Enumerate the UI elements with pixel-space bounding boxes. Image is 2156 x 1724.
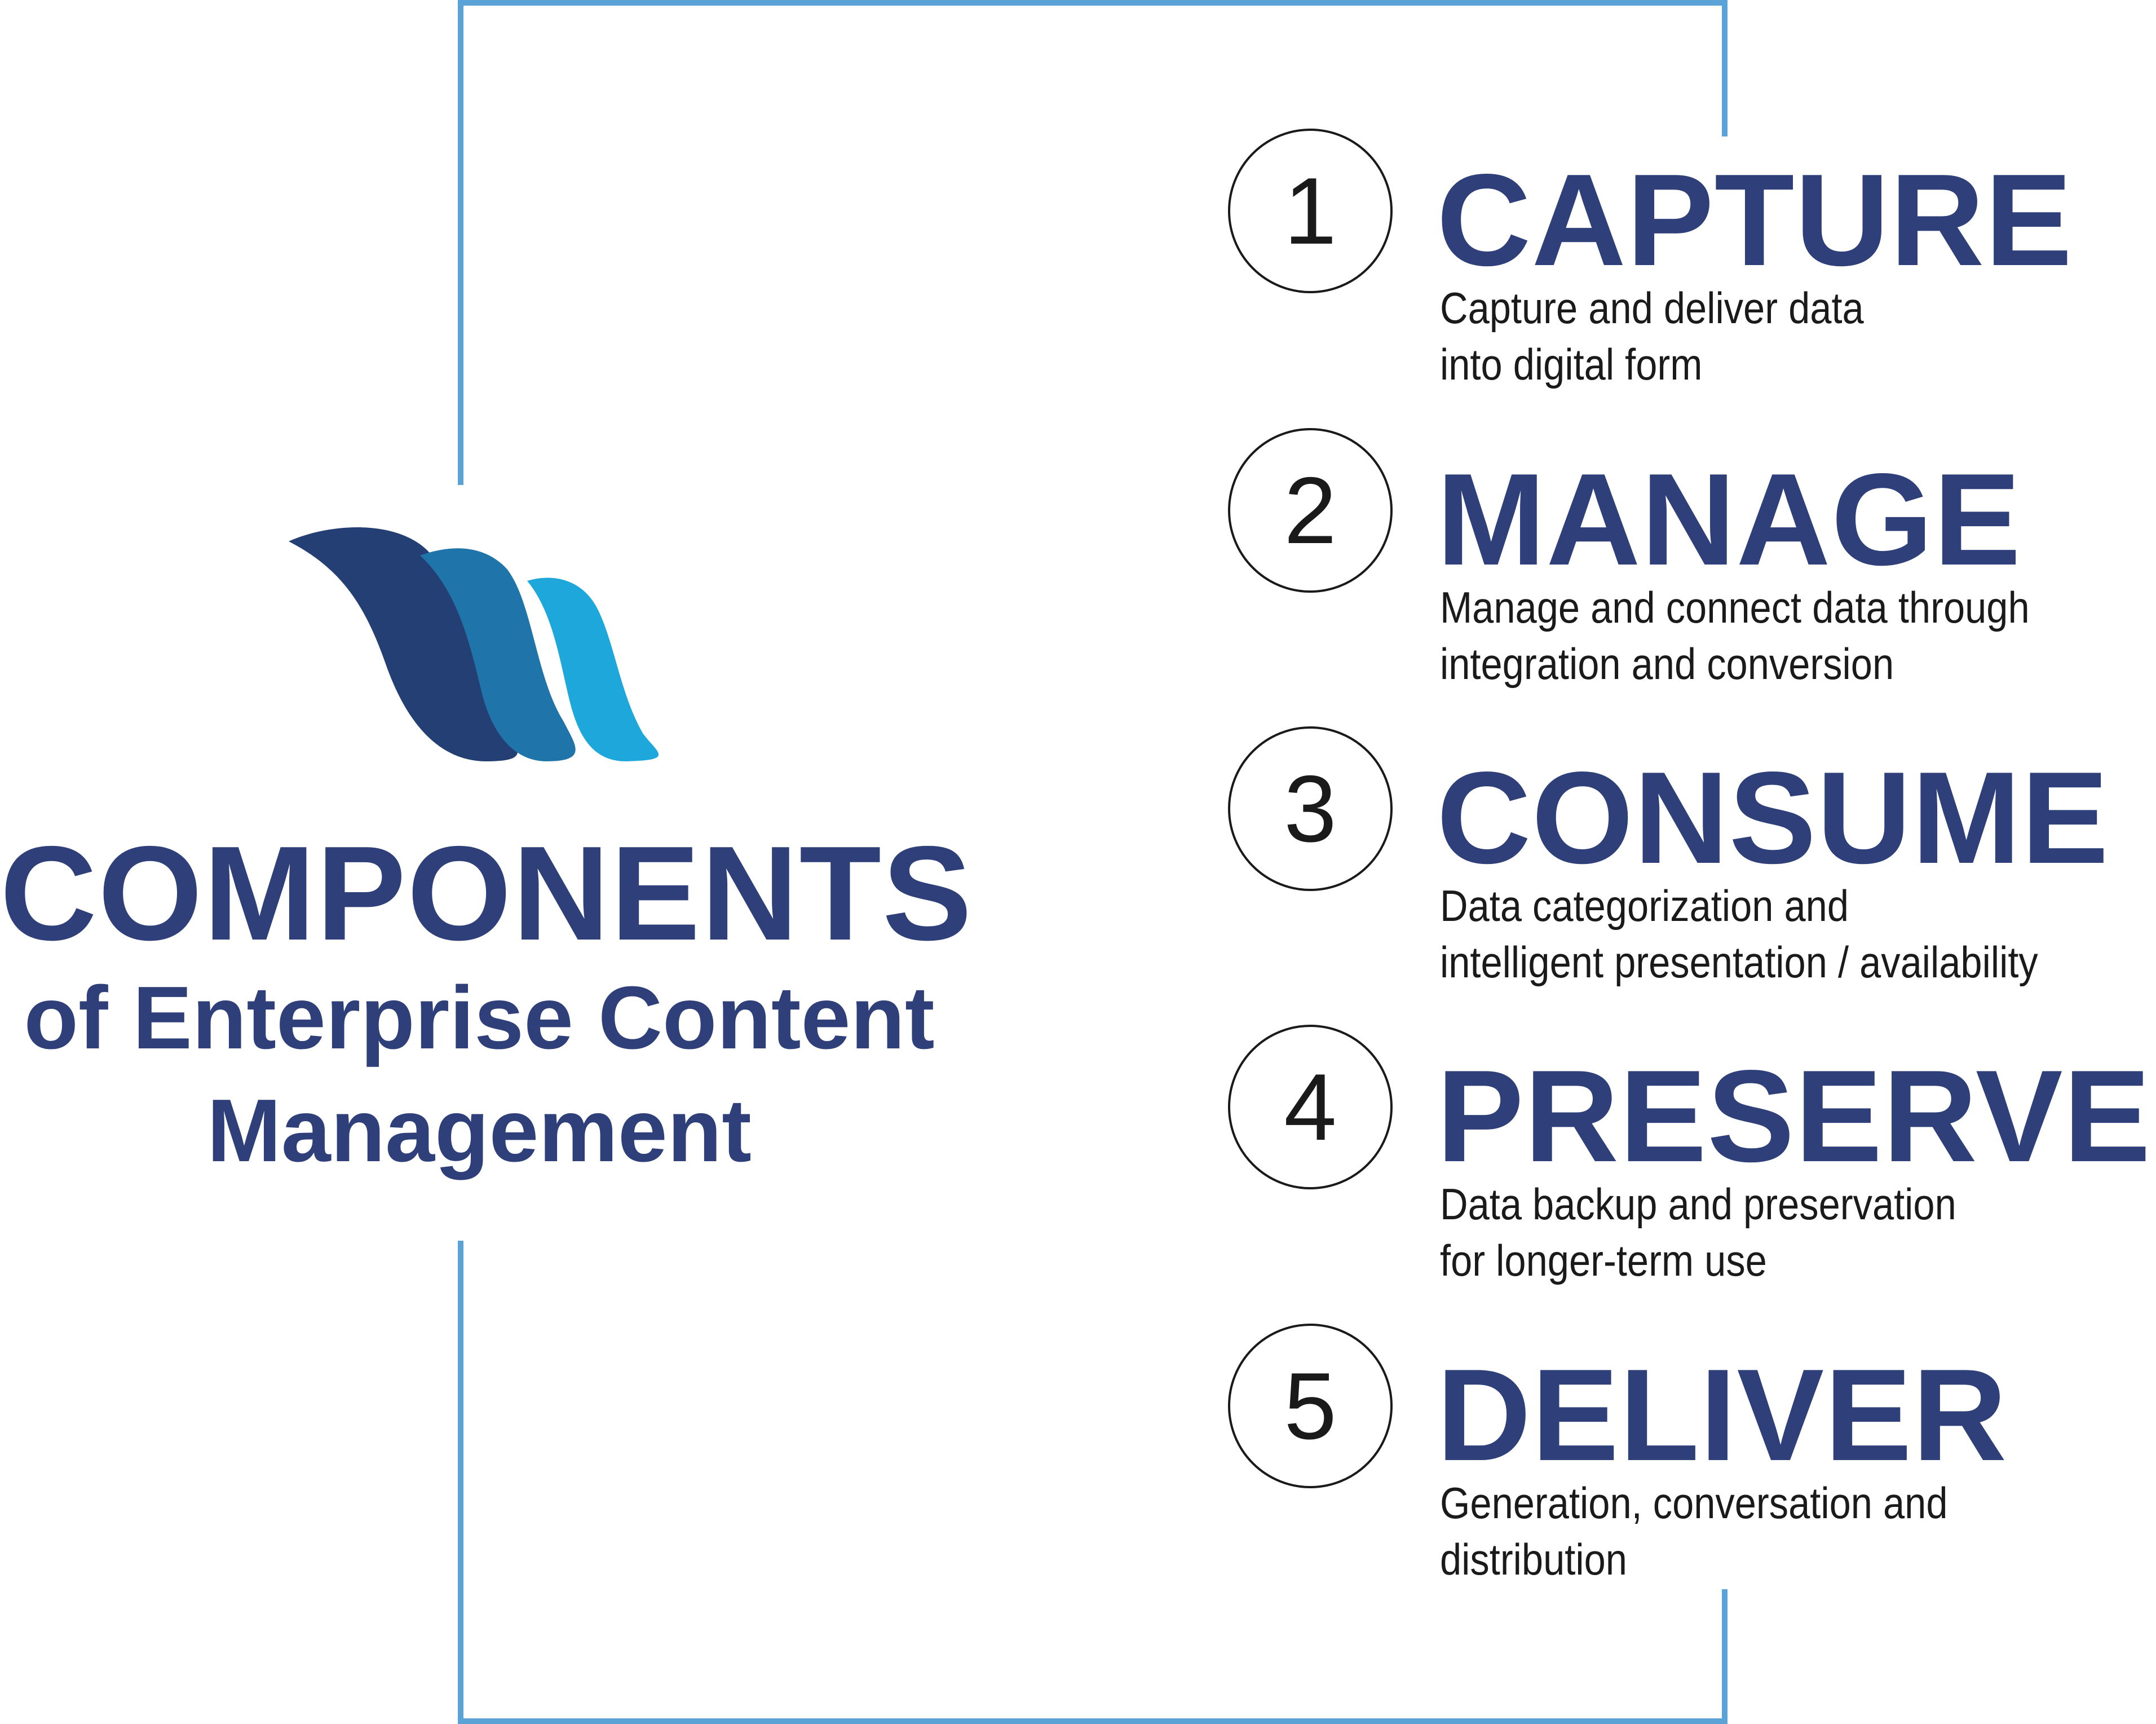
step-description-line1: Manage and connect data through: [1440, 583, 2030, 632]
logo-wave-dark: [289, 527, 518, 761]
frame-left-border-lower: [458, 1241, 463, 1724]
step-consume: 3 CONSUME Data categorization and intell…: [1228, 726, 2156, 1020]
step-number-circle: 1: [1228, 129, 1393, 293]
logo-wave-mid: [420, 548, 576, 761]
page-subtitle-line2: Management: [207, 1081, 752, 1180]
step-description-line2: integration and conversion: [1440, 639, 1894, 689]
step-description: Manage and connect data through integrat…: [1440, 579, 2030, 692]
frame-top-border: [458, 0, 1728, 6]
step-title: MANAGE: [1437, 447, 2022, 593]
step-description-line2: distribution: [1440, 1535, 1627, 1584]
frame-left-border-upper: [458, 0, 463, 485]
logo-wave-light: [527, 577, 659, 761]
step-title: CAPTURE: [1437, 147, 2073, 293]
step-description-line2: for longer-term use: [1440, 1236, 1767, 1285]
step-title: CONSUME: [1437, 745, 2109, 891]
page-title: COMPONENTS: [0, 819, 973, 968]
step-description-line1: Generation, conversation and: [1440, 1478, 1948, 1528]
frame-right-border-lower: [1722, 1589, 1728, 1724]
step-description-line1: Capture and deliver data: [1440, 283, 1864, 333]
step-description: Generation, conversation and distributio…: [1440, 1475, 1948, 1588]
step-number-circle: 4: [1228, 1025, 1393, 1189]
step-description: Capture and deliver data into digital fo…: [1440, 280, 1864, 393]
step-number-circle: 3: [1228, 726, 1393, 891]
step-description: Data backup and preservation for longer-…: [1440, 1176, 1956, 1289]
page-subtitle-line1: of Enterprise Content: [24, 968, 935, 1068]
step-description-line1: Data categorization and: [1440, 881, 1849, 931]
step-number-circle: 5: [1228, 1324, 1393, 1488]
step-capture: 1 CAPTURE Capture and deliver data into …: [1228, 129, 2156, 422]
step-manage: 2 MANAGE Manage and connect data through…: [1228, 428, 2156, 721]
step-description-line1: Data backup and preservation: [1440, 1179, 1956, 1229]
step-description: Data categorization and intelligent pres…: [1440, 878, 2038, 990]
three-wave-logo-icon: [289, 527, 659, 761]
step-preserve: 4 PRESERVE Data backup and preservation …: [1228, 1025, 2156, 1318]
step-title: PRESERVE: [1437, 1043, 2151, 1189]
step-deliver: 5 DELIVER Generation, conversation and d…: [1228, 1324, 2156, 1617]
frame-bottom-border: [458, 1718, 1728, 1724]
frame-right-border-upper: [1722, 0, 1728, 136]
step-title: DELIVER: [1437, 1342, 2008, 1488]
step-number-circle: 2: [1228, 428, 1393, 593]
step-description-line2: into digital form: [1440, 339, 1703, 389]
step-description-line2: intelligent presentation / availability: [1440, 937, 2038, 987]
